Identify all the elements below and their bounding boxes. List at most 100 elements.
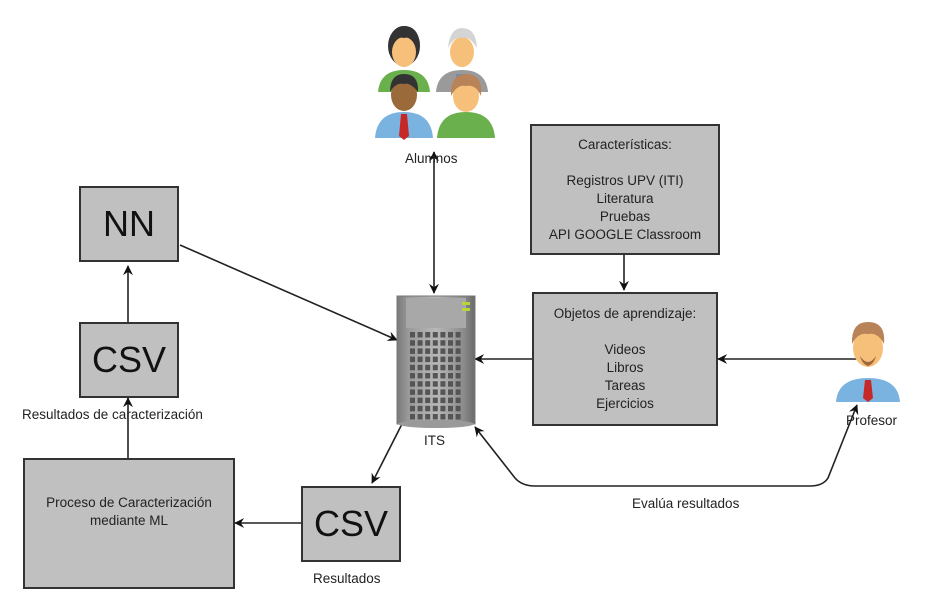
server-window (440, 373, 446, 379)
server-window (432, 414, 438, 420)
teacher-icon (836, 322, 900, 402)
objetos-item: Libros (606, 360, 644, 375)
caracteristicas-item: API GOOGLE Classroom (548, 226, 702, 242)
server-window (448, 414, 453, 420)
csv-top-label: CSV (91, 339, 167, 380)
server-window (440, 332, 446, 338)
server-window (410, 397, 415, 404)
edge-nn-its (179, 244, 398, 341)
server-window (417, 364, 423, 371)
caracteristicas-item: Pruebas (599, 208, 651, 224)
caracteristicas-item: Literatura (596, 190, 654, 206)
caracteristicas-title: Características: (578, 136, 672, 152)
csv-top-box[interactable]: CSV (79, 322, 179, 398)
caracteristicas-item: Registros UPV (ITI) (566, 172, 684, 188)
server-window (440, 356, 446, 363)
server-window (432, 373, 438, 379)
objetos-item: Videos (604, 342, 646, 357)
nn-label: NN (103, 203, 155, 244)
server-window (455, 405, 461, 412)
objetos-item: Tareas (604, 378, 646, 393)
server-window (448, 397, 453, 404)
server-window (425, 332, 431, 338)
server-window (425, 356, 431, 363)
server-window (432, 332, 438, 338)
server-window (425, 348, 431, 354)
server-window (417, 348, 423, 354)
server-window (417, 373, 423, 379)
server-window (432, 405, 438, 412)
caracteristicas-box[interactable]: Características: Registros UPV (ITI) Lit… (530, 124, 720, 255)
server-window (448, 405, 453, 412)
server-window (440, 389, 446, 395)
server-window (417, 405, 423, 412)
server-window (455, 356, 461, 363)
edge-its-csv-bottom (371, 423, 403, 484)
server-window (455, 332, 461, 338)
server-window (440, 381, 446, 387)
server-window (455, 397, 461, 404)
profesor-label: Profesor (846, 413, 898, 428)
server-window (432, 397, 438, 404)
edge-evalua-resultados (474, 404, 859, 487)
proceso-line2: mediante ML (89, 512, 169, 528)
csv-top-caption: Resultados de caracterización (22, 407, 203, 422)
nn-box[interactable]: NN (79, 186, 179, 262)
objetos-item: Ejercicios (596, 396, 654, 411)
server-window (448, 381, 453, 387)
server-window (410, 373, 415, 379)
server-window (410, 405, 415, 412)
objetos-aprendizaje-box[interactable]: Objetos de aprendizaje: Videos Libros Ta… (532, 292, 718, 426)
server-window (455, 381, 461, 387)
server-window (448, 340, 453, 346)
server-window (432, 356, 438, 363)
server-window (448, 356, 453, 363)
objetos-title: Objetos de aprendizaje: (553, 306, 697, 321)
csv-bottom-box[interactable]: CSV (301, 486, 401, 562)
server-window (425, 340, 431, 346)
csv-bottom-label: CSV (313, 503, 389, 544)
server-window (417, 356, 423, 363)
its-label: ITS (424, 433, 446, 448)
evalua-resultados-label: Evalúa resultados (632, 496, 740, 511)
server-window (425, 381, 431, 387)
server-window (448, 332, 453, 338)
server-window (417, 414, 423, 420)
server-window (448, 373, 453, 379)
server-window (440, 397, 446, 404)
server-window (455, 389, 461, 395)
server-window (455, 340, 461, 346)
server-window (425, 414, 431, 420)
server-window (410, 348, 415, 354)
server-window (448, 364, 453, 371)
server-window (432, 389, 438, 395)
server-window (410, 364, 415, 371)
server-window (410, 389, 415, 395)
server-window (432, 364, 438, 371)
server-window (455, 414, 461, 420)
server-window (440, 348, 446, 354)
server-window (440, 414, 446, 420)
server-window (432, 340, 438, 346)
alumnos-label: Alumnos (405, 151, 458, 166)
proceso-box[interactable]: Proceso de Caracterización mediante ML (23, 458, 235, 589)
server-window (448, 389, 453, 395)
server-icon (396, 295, 476, 428)
server-window (410, 414, 415, 420)
server-window (455, 373, 461, 379)
server-window (448, 348, 453, 354)
proceso-line1: Proceso de Caracterización (46, 494, 212, 510)
server-window (425, 389, 431, 395)
server-window (417, 340, 423, 346)
server-window (440, 364, 446, 371)
server-window (455, 348, 461, 354)
server-window (410, 332, 415, 338)
server-window (410, 340, 415, 346)
server-window (425, 373, 431, 379)
server-window (425, 397, 431, 404)
students-group-icon (375, 26, 495, 140)
csv-bottom-caption: Resultados (313, 571, 381, 586)
server-window (440, 340, 446, 346)
server-window (455, 364, 461, 371)
